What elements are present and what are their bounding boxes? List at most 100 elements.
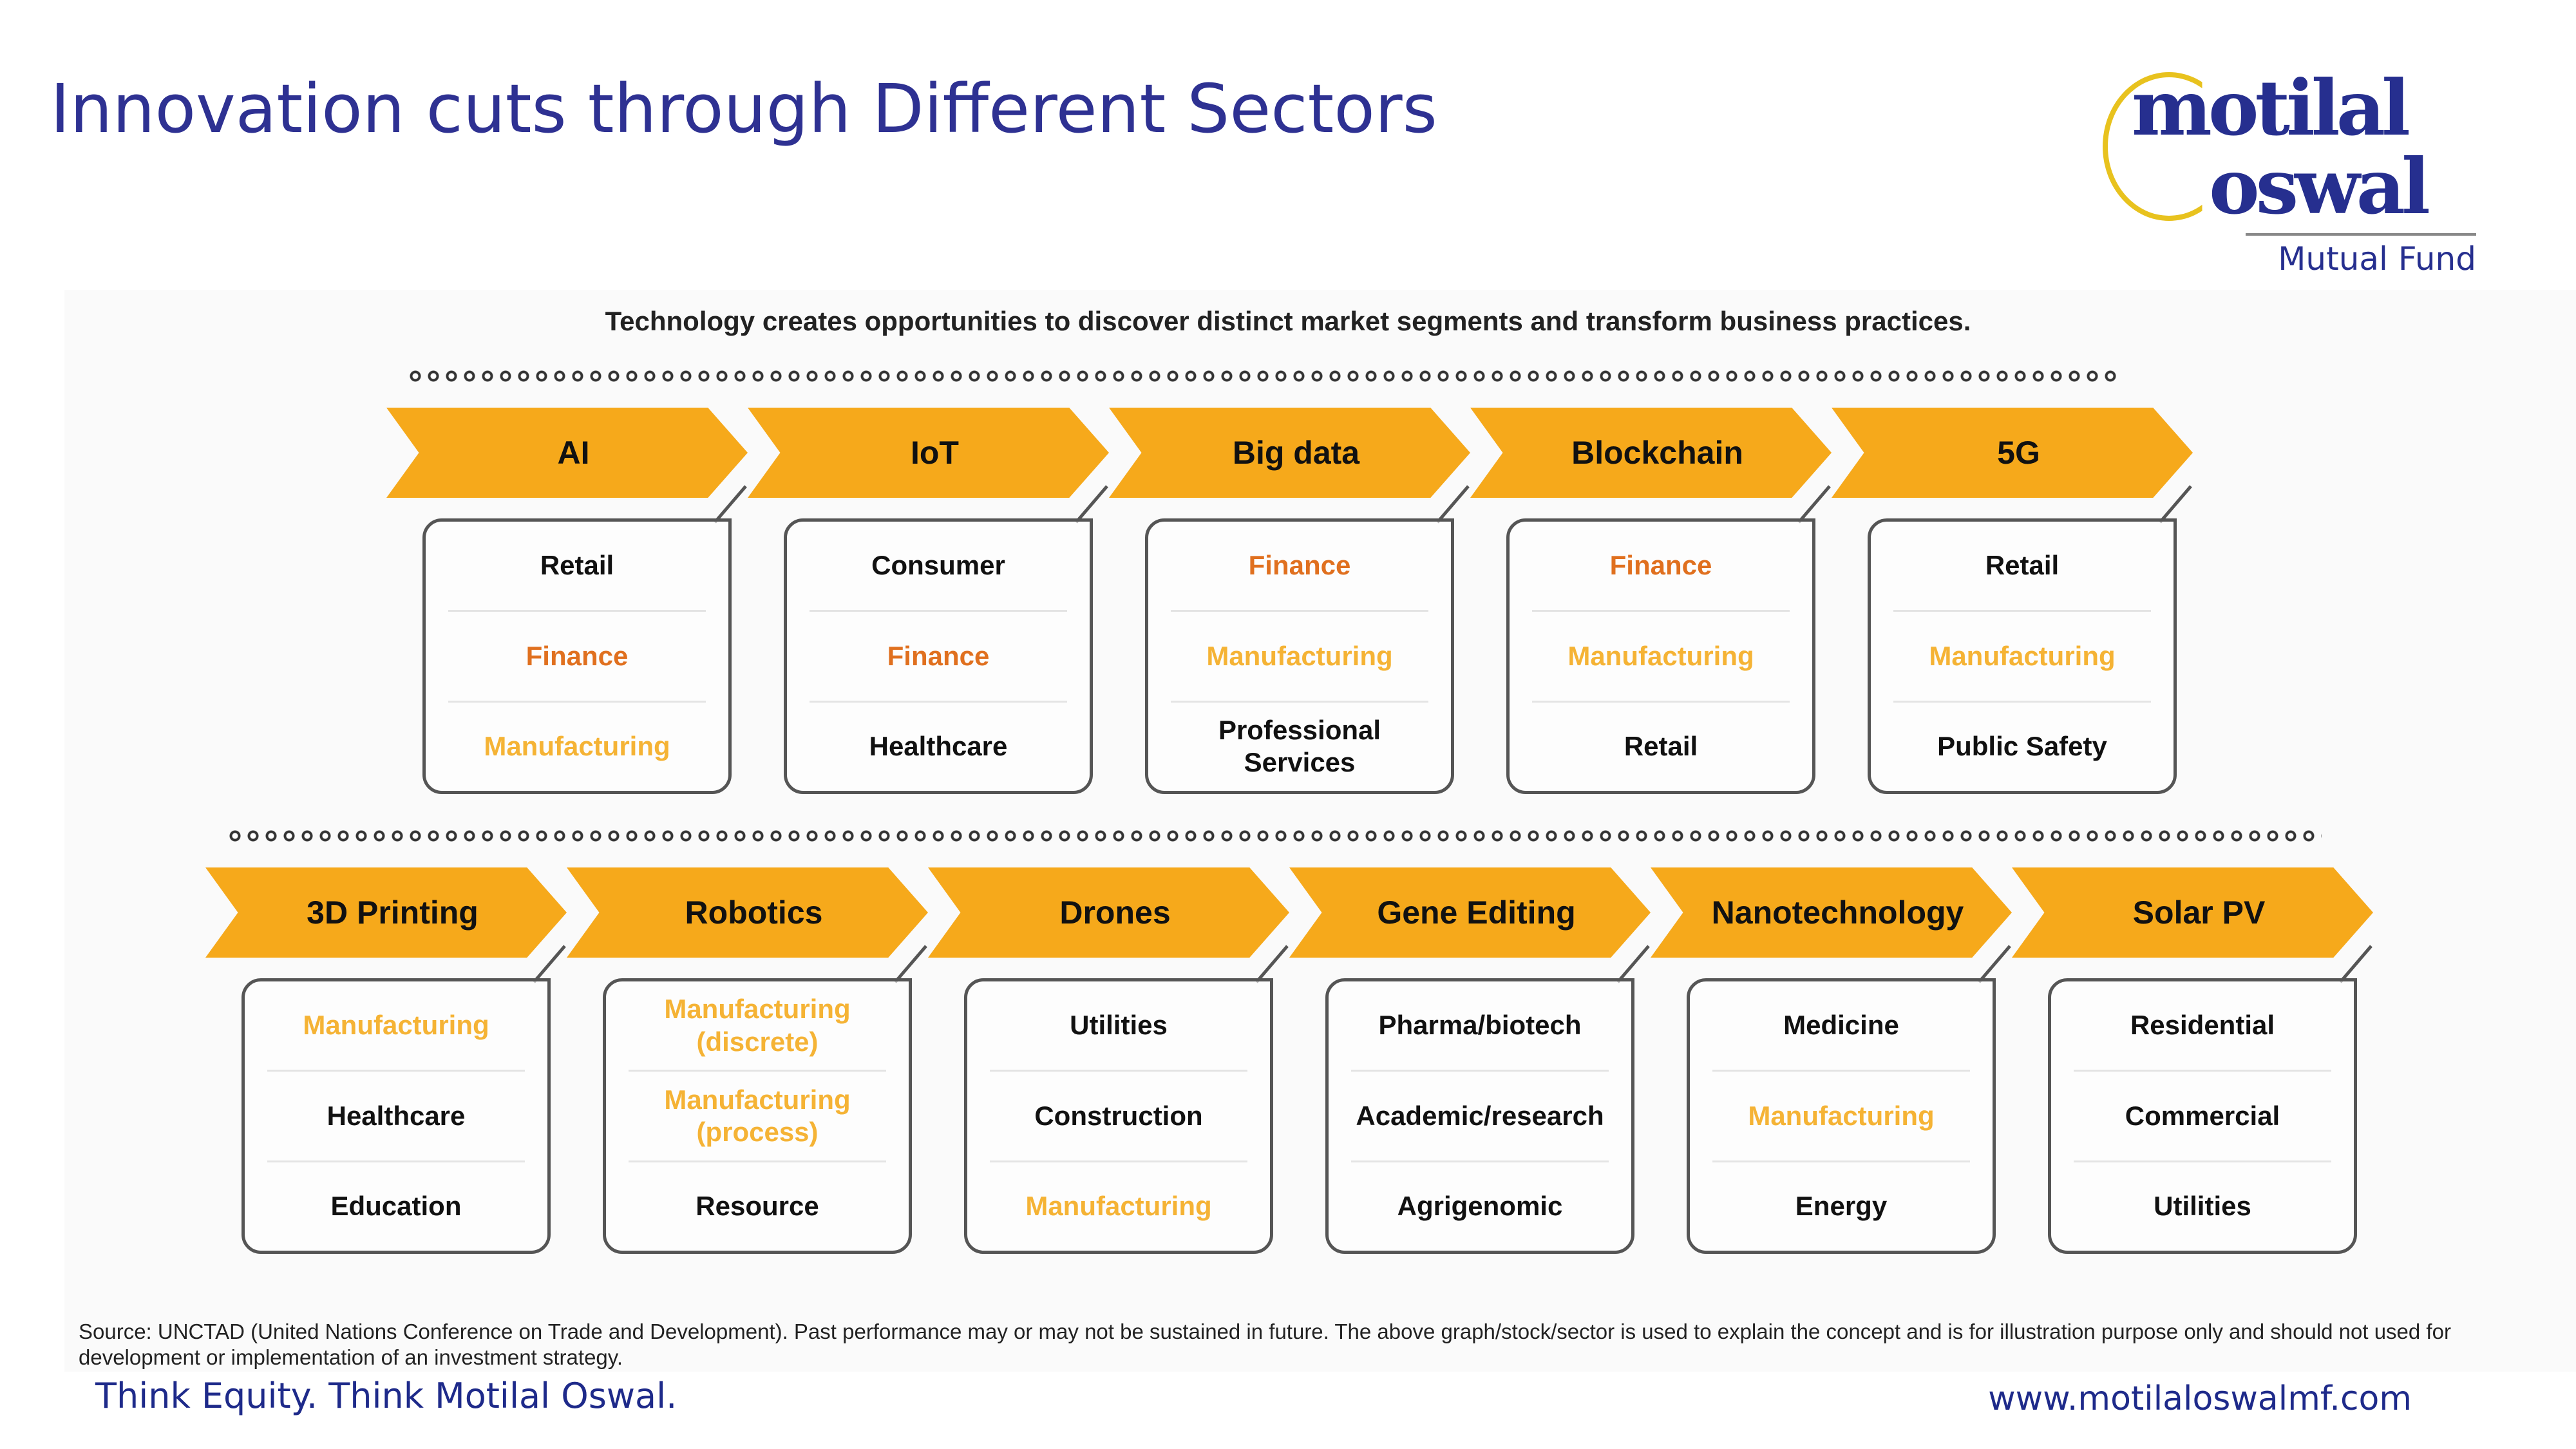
sector-item: Finance <box>526 640 629 671</box>
sector-item: Construction <box>1034 1100 1203 1131</box>
sector-item: Manufacturing <box>1206 640 1393 671</box>
sector-item: Public Safety <box>1937 731 2107 762</box>
sector-separator <box>1171 700 1428 703</box>
connector-line <box>714 485 747 524</box>
sector-item: Medicine <box>1783 1010 1899 1041</box>
sector-item: Energy <box>1795 1191 1888 1222</box>
page-title: Innovation cuts through Different Sector… <box>50 70 1437 148</box>
sector-separator <box>448 700 706 703</box>
technology-arrow-label: IoT <box>748 408 1109 498</box>
sector-separator <box>629 1070 886 1072</box>
sector-separator <box>1171 610 1428 612</box>
sector-item: Manufacturing <box>1748 1100 1935 1131</box>
sector-separator <box>629 1160 886 1162</box>
sector-separator <box>1893 700 2151 703</box>
connector-line <box>1075 485 1108 524</box>
sector-separator <box>1532 610 1790 612</box>
footer-tagline: Think Equity. Think Motilal Oswal. <box>95 1376 677 1416</box>
connector-line <box>2159 485 2192 524</box>
sector-separator <box>1893 610 2151 612</box>
sector-item: Manufacturing <box>1025 1191 1212 1222</box>
sector-item: Utilities <box>2154 1191 2251 1222</box>
source-note: Source: UNCTAD (United Nations Conferenc… <box>79 1320 2451 1369</box>
logo-divider <box>2246 233 2476 236</box>
connector-line <box>1797 485 1831 524</box>
sector-item: Healthcare <box>327 1100 466 1131</box>
sector-separator <box>448 610 706 612</box>
sector-item: Academic/research <box>1356 1100 1604 1131</box>
dotted-divider-row-1 <box>409 370 2122 383</box>
sector-separator <box>1351 1160 1609 1162</box>
technology-arrow-label: 3D Printing <box>205 867 567 958</box>
technology-arrow-label: Drones <box>928 867 1289 958</box>
sector-item: Finance <box>1609 550 1712 581</box>
sector-item: Pharma/biotech <box>1378 1010 1582 1041</box>
sector-separator <box>990 1160 1247 1162</box>
sector-separator <box>2074 1070 2331 1072</box>
connector-line <box>1436 485 1470 524</box>
sector-item: Manufacturing <box>1567 640 1754 671</box>
sector-item: Consumer <box>871 550 1005 581</box>
sector-item: Commercial <box>2125 1100 2280 1131</box>
sector-item: Manufacturing (process) <box>664 1084 851 1147</box>
sector-item: Professional Services <box>1218 714 1381 778</box>
connector-line <box>533 945 566 983</box>
sector-separator <box>1712 1070 1970 1072</box>
connector-line <box>894 945 927 983</box>
technology-arrow-label: AI <box>386 408 748 498</box>
sector-item: Utilities <box>1070 1010 1168 1041</box>
sector-item: Retail <box>1985 550 2060 581</box>
connector-line <box>1616 945 1650 983</box>
sector-separator <box>267 1070 525 1072</box>
sector-item: Manufacturing <box>1929 640 2116 671</box>
technology-arrow-label: Blockchain <box>1470 408 1832 498</box>
sector-item: Manufacturing <box>484 731 670 762</box>
sector-item: Manufacturing (discrete) <box>664 994 851 1057</box>
diagram-subtitle: Technology creates opportunities to disc… <box>605 306 1971 336</box>
sector-separator <box>810 610 1067 612</box>
motilal-oswal-logo: motilal oswal Mutual Fund <box>2096 64 2489 287</box>
sector-item: Agrigenomic <box>1397 1191 1563 1222</box>
sector-item: Manufacturing <box>303 1010 489 1041</box>
sector-item: Healthcare <box>869 731 1008 762</box>
logo-tagline: Mutual Fund <box>2278 240 2476 278</box>
connector-line <box>2339 945 2372 983</box>
logo-ring-icon <box>2103 72 2202 221</box>
sector-separator <box>990 1070 1247 1072</box>
sector-separator <box>1351 1070 1609 1072</box>
sector-separator <box>1712 1160 1970 1162</box>
connector-line <box>1978 945 2011 983</box>
sector-separator <box>1532 700 1790 703</box>
sector-item: Finance <box>1248 550 1351 581</box>
technology-arrow-label: Gene Editing <box>1289 867 1651 958</box>
technology-arrow-label: Solar PV <box>2012 867 2373 958</box>
technology-arrow-label: 5G <box>1832 408 2193 498</box>
sector-item: Retail <box>540 550 614 581</box>
footer-url[interactable]: www.motilaloswalmf.com <box>1988 1379 2412 1418</box>
logo-word-motilal: motilal <box>2132 63 2410 153</box>
logo-word-oswal: oswal <box>2209 142 2430 231</box>
sector-separator <box>267 1160 525 1162</box>
dotted-divider-row-2 <box>229 829 2322 842</box>
technology-arrow-label: Nanotechnology <box>1651 867 2012 958</box>
